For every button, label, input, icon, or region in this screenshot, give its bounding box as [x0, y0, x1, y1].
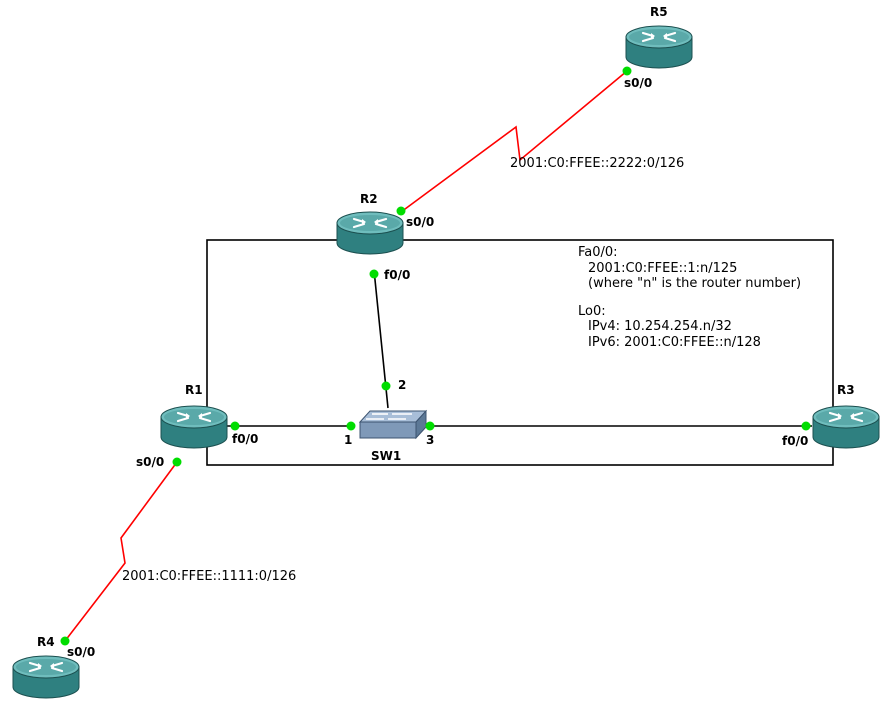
device-label-r3: R3 [837, 383, 855, 397]
subnet-label-r1-r4: 2001:C0:FFEE::1111:0/126 [122, 569, 296, 584]
port-label-r2-f00: f0/0 [384, 268, 410, 282]
router-r5[interactable] [624, 24, 694, 70]
router-icon [11, 654, 81, 700]
router-r3[interactable] [811, 404, 881, 450]
router-r1[interactable] [159, 404, 229, 450]
port-status-dot [396, 206, 406, 216]
router-r4[interactable] [11, 654, 81, 700]
note-lo-heading: Lo0: [578, 304, 606, 319]
port-status-dot [172, 457, 182, 467]
device-label-r2: R2 [360, 192, 378, 206]
ethernet-segment-box [206, 239, 834, 466]
switch-sw1[interactable] [359, 410, 427, 439]
port-status-dot [346, 421, 356, 431]
port-label-sw1-p2: 2 [398, 378, 406, 392]
port-status-dot [60, 636, 70, 646]
note-lo-line1: IPv4: 10.254.254.n/32 [588, 319, 732, 334]
port-status-dot [622, 66, 632, 76]
port-label-r1-f00: f0/0 [232, 432, 258, 446]
note-lo-line2: IPv6: 2001:C0:FFEE::n/128 [588, 335, 761, 350]
port-label-r5-s00: s0/0 [624, 76, 652, 90]
port-status-dot [425, 421, 435, 431]
device-label-r1: R1 [185, 383, 203, 397]
port-label-r4-s00: s0/0 [67, 645, 95, 659]
port-status-dot [369, 269, 379, 279]
note-fa-heading: Fa0/0: [578, 245, 618, 260]
serial-link-r1-r4[interactable] [64, 461, 178, 642]
switch-icon [359, 410, 427, 439]
subnet-label-r2-r5: 2001:C0:FFEE::2222:0/126 [510, 156, 684, 171]
device-label-r5: R5 [650, 5, 668, 19]
port-label-r3-f00: f0/0 [782, 434, 808, 448]
port-label-sw1-p1: 1 [344, 433, 352, 447]
router-icon [159, 404, 229, 450]
device-label-r4: R4 [37, 635, 55, 649]
port-label-r1-s00: s0/0 [136, 455, 164, 469]
router-icon [811, 404, 881, 450]
serial-link-r2-r5[interactable] [400, 70, 628, 213]
port-status-dot [230, 421, 240, 431]
router-r2[interactable] [335, 210, 405, 256]
port-status-dot [381, 381, 391, 391]
port-label-sw1-p3: 3 [426, 433, 434, 447]
port-label-r2-s00: s0/0 [406, 215, 434, 229]
note-fa-line1: 2001:C0:FFEE::1:n/125 [588, 261, 737, 276]
router-icon [624, 24, 694, 70]
port-status-dot [801, 421, 811, 431]
device-label-sw1: SW1 [371, 449, 401, 463]
router-icon [335, 210, 405, 256]
note-fa-line2: (where "n" is the router number) [588, 276, 801, 291]
